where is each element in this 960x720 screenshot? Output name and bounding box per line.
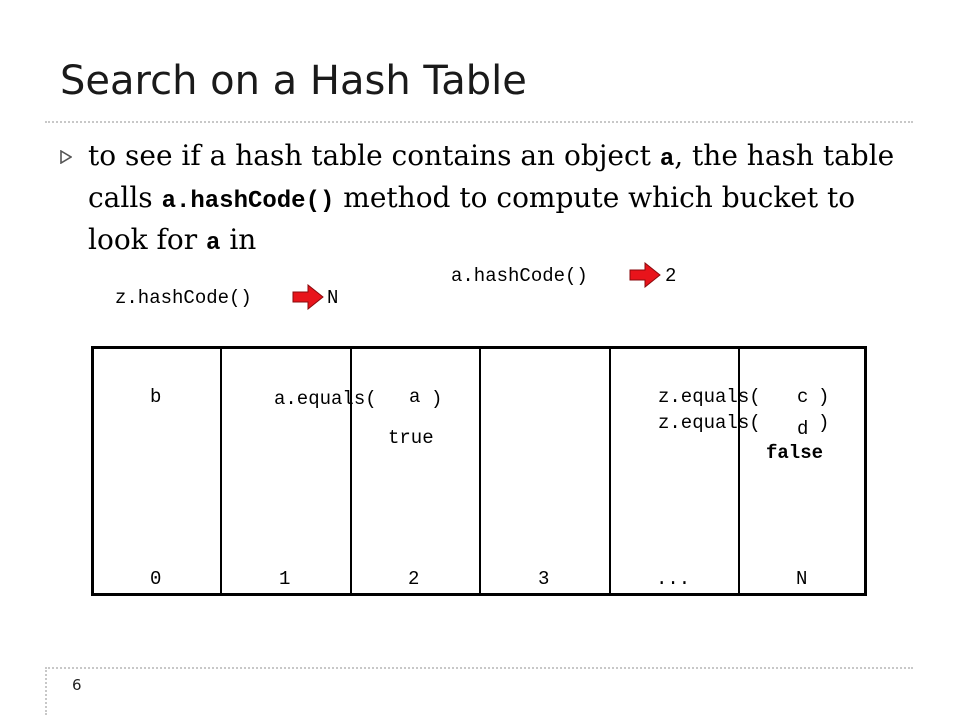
- bullet-text-part-3: method to compute which bucket to look f…: [88, 181, 856, 256]
- bucket-divider: [220, 346, 222, 596]
- z-equals-arg-c: c: [797, 386, 809, 408]
- bucket-divider: [738, 346, 740, 596]
- slide-title: Search on a Hash Table: [60, 58, 527, 104]
- right-arrow-icon: [292, 284, 324, 310]
- triangle-bullet-icon: [60, 150, 72, 164]
- bucket-index-1: 1: [279, 568, 291, 590]
- z-equals-arg-d: d: [797, 418, 809, 440]
- bullet-text-part-1: to see if a hash table contains an objec…: [88, 139, 660, 172]
- bucket-index-3: 3: [538, 568, 550, 590]
- code-a-1: a: [659, 146, 675, 173]
- bucket-index-0: 0: [150, 568, 162, 590]
- a-equals-close: ): [431, 388, 443, 410]
- bucket-divider: [350, 346, 352, 596]
- bottom-divider: [45, 667, 913, 669]
- bucket-0-item: b: [150, 386, 162, 408]
- right-arrow-icon: [629, 262, 661, 288]
- a-hashcode-call: a.hashCode(): [451, 265, 588, 287]
- a-equals-call: a.equals(: [274, 388, 377, 410]
- z-hashcode-call: z.hashCode(): [115, 287, 252, 309]
- code-a-2: a: [206, 230, 221, 257]
- bullet-text-part-4: in: [220, 223, 257, 256]
- z-equals-result: false: [766, 442, 824, 464]
- bullet-text-part-2: , the hash table calls: [88, 139, 895, 214]
- a-hashcode-result: 2: [665, 265, 677, 287]
- bucket-index-ellipsis: ...: [656, 568, 691, 590]
- z-equals-close-2: ): [818, 412, 830, 434]
- z-equals-call-2: z.equals(: [658, 412, 761, 434]
- code-hashcode-call: a.hashCode(): [161, 188, 335, 215]
- z-hashcode-result: N: [327, 287, 339, 309]
- z-equals-close-1: ): [818, 386, 830, 408]
- bucket-index-2: 2: [408, 568, 420, 590]
- bucket-index-n: N: [796, 568, 808, 590]
- top-divider: [45, 121, 913, 123]
- a-equals-arg: a: [409, 386, 421, 408]
- page-number: 6: [72, 676, 82, 694]
- z-equals-call-1: z.equals(: [658, 386, 761, 408]
- bullet-text: to see if a hash table contains an objec…: [88, 137, 900, 263]
- a-equals-result: true: [388, 427, 434, 449]
- footer-vertical-divider: [45, 667, 47, 715]
- bucket-divider: [479, 346, 481, 596]
- bucket-divider: [609, 346, 611, 596]
